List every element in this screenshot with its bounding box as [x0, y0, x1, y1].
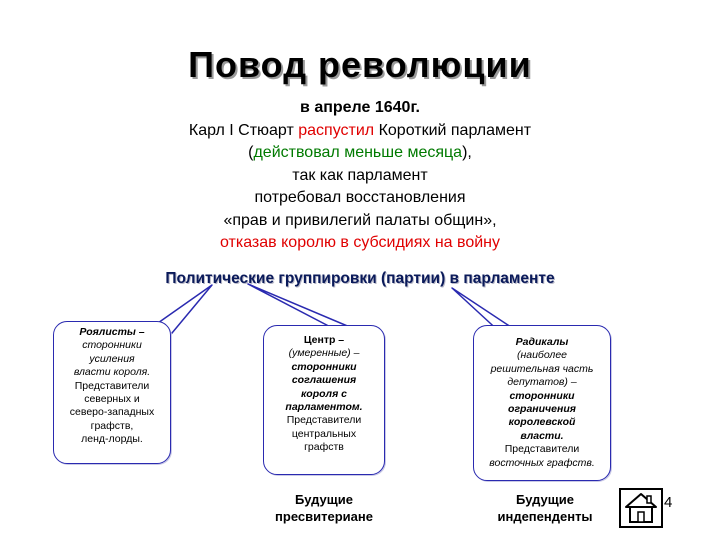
party-line: сторонники — [291, 360, 357, 373]
intro-parliament: Короткий парламент — [374, 121, 532, 139]
intro-line-3: так как парламент — [292, 166, 428, 184]
party-line: власти. — [520, 429, 564, 442]
home-icon — [619, 488, 663, 528]
party-line: северо-западных — [69, 406, 155, 419]
party-line: северных и — [84, 393, 140, 406]
party-line: графств, — [90, 419, 134, 432]
party-line: парламентом. — [285, 401, 363, 414]
party-line: сторонники — [509, 389, 575, 402]
party-line: власти короля. — [73, 366, 151, 379]
parties-heading: Политические группировки (партии) в парл… — [165, 270, 555, 287]
intro-text: в апреле 1640г. Карл I Стюарт распустил … — [140, 97, 580, 255]
party-line: (наиболее — [516, 349, 568, 362]
party-line: ограничения — [508, 403, 576, 416]
party-line: графств — [304, 441, 344, 454]
party-line: центральных — [291, 427, 357, 440]
page-number: 4 — [664, 494, 673, 511]
party-line: соглашения — [291, 374, 357, 387]
future-independents: Будущие индепенденты — [480, 491, 610, 525]
slide-title: Повод революции — [188, 44, 532, 85]
party-line: сторонники — [82, 339, 142, 352]
party-line: восточных графств. — [489, 456, 595, 469]
future-presbyterians: Будущие пресвитериане — [263, 491, 385, 525]
party-line: (умеренные) – — [288, 347, 360, 360]
party-title: Радикалы — [515, 336, 569, 348]
callout-radicals: Радикалы (наиболее решительная часть деп… — [473, 325, 611, 481]
intro-line-6: отказав королю в субсидиях на войну — [219, 234, 501, 251]
party-line: Представители — [286, 414, 362, 427]
party-line: Представители — [504, 443, 580, 456]
intro-dismissed: распустил — [298, 121, 375, 139]
intro-date: в апреле 1640г. — [300, 99, 420, 116]
party-line: ленд-лорды. — [81, 433, 143, 446]
future-label: Будущие — [516, 492, 574, 507]
intro-line-4: потребовал восстановления — [254, 189, 466, 206]
callout-center: Центр – (умеренные) – сторонники соглаше… — [263, 325, 385, 475]
party-line: короля с — [300, 387, 348, 400]
party-title: Центр – — [303, 334, 345, 346]
party-line: решительная часть — [490, 362, 594, 375]
intro-line-5: «прав и привилегий палаты общин», — [223, 211, 497, 229]
party-line: королевской — [508, 416, 576, 429]
party-line: Представители — [74, 379, 150, 392]
future-name: пресвитериане — [275, 509, 373, 524]
future-label: Будущие — [295, 492, 353, 507]
future-name: индепенденты — [497, 509, 593, 524]
callout-royalists: Роялисты – сторонники усиления власти ко… — [53, 321, 171, 464]
intro-duration-line: (действовал меньше месяца), — [140, 142, 580, 165]
intro-duration: действовал меньше месяца — [253, 144, 463, 161]
party-title: Роялисты – — [79, 326, 145, 338]
home-button[interactable] — [619, 488, 663, 528]
party-line: усиления — [89, 352, 135, 365]
intro-king: Карл I Стюарт — [188, 121, 299, 139]
intro-line-2: Карл I Стюарт распустил Короткий парламе… — [140, 120, 580, 143]
party-line: депутатов) – — [507, 376, 577, 389]
paren-open: ( — [248, 144, 254, 161]
paren-close: ), — [462, 144, 472, 161]
